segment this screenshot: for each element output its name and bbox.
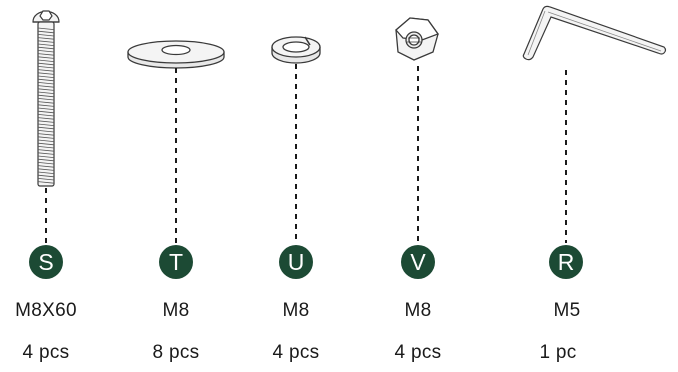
part-letter-r: R (558, 249, 575, 275)
part-r-qty: 1 pc (539, 342, 577, 363)
part-s-spec: M8X60 (15, 300, 77, 321)
part-letter-u: U (288, 249, 305, 275)
part-v-spec: M8 (404, 300, 432, 321)
hex-nut-icon (395, 17, 440, 61)
part-badge-t: T (159, 245, 193, 279)
part-t-spec: M8 (162, 300, 190, 321)
part-u-spec: M8 (282, 300, 310, 321)
part-letter-v: V (410, 249, 426, 275)
part-v-qty: 4 pcs (394, 342, 442, 363)
spring-washer-icon (271, 36, 321, 64)
part-badge-r: R (549, 245, 583, 279)
part-s-qty: 4 pcs (22, 342, 70, 363)
part-letter-t: T (169, 249, 183, 275)
bolt-icon (32, 10, 60, 187)
part-t-qty: 8 pcs (152, 342, 200, 363)
allen-key-icon (522, 5, 667, 61)
part-badge-s: S (29, 245, 63, 279)
part-badge-v: V (401, 245, 435, 279)
part-letter-s: S (38, 249, 53, 275)
part-r-spec: M5 (553, 300, 581, 321)
part-u-qty: 4 pcs (272, 342, 320, 363)
flat-washer-icon (127, 40, 225, 69)
part-badge-u: U (279, 245, 313, 279)
